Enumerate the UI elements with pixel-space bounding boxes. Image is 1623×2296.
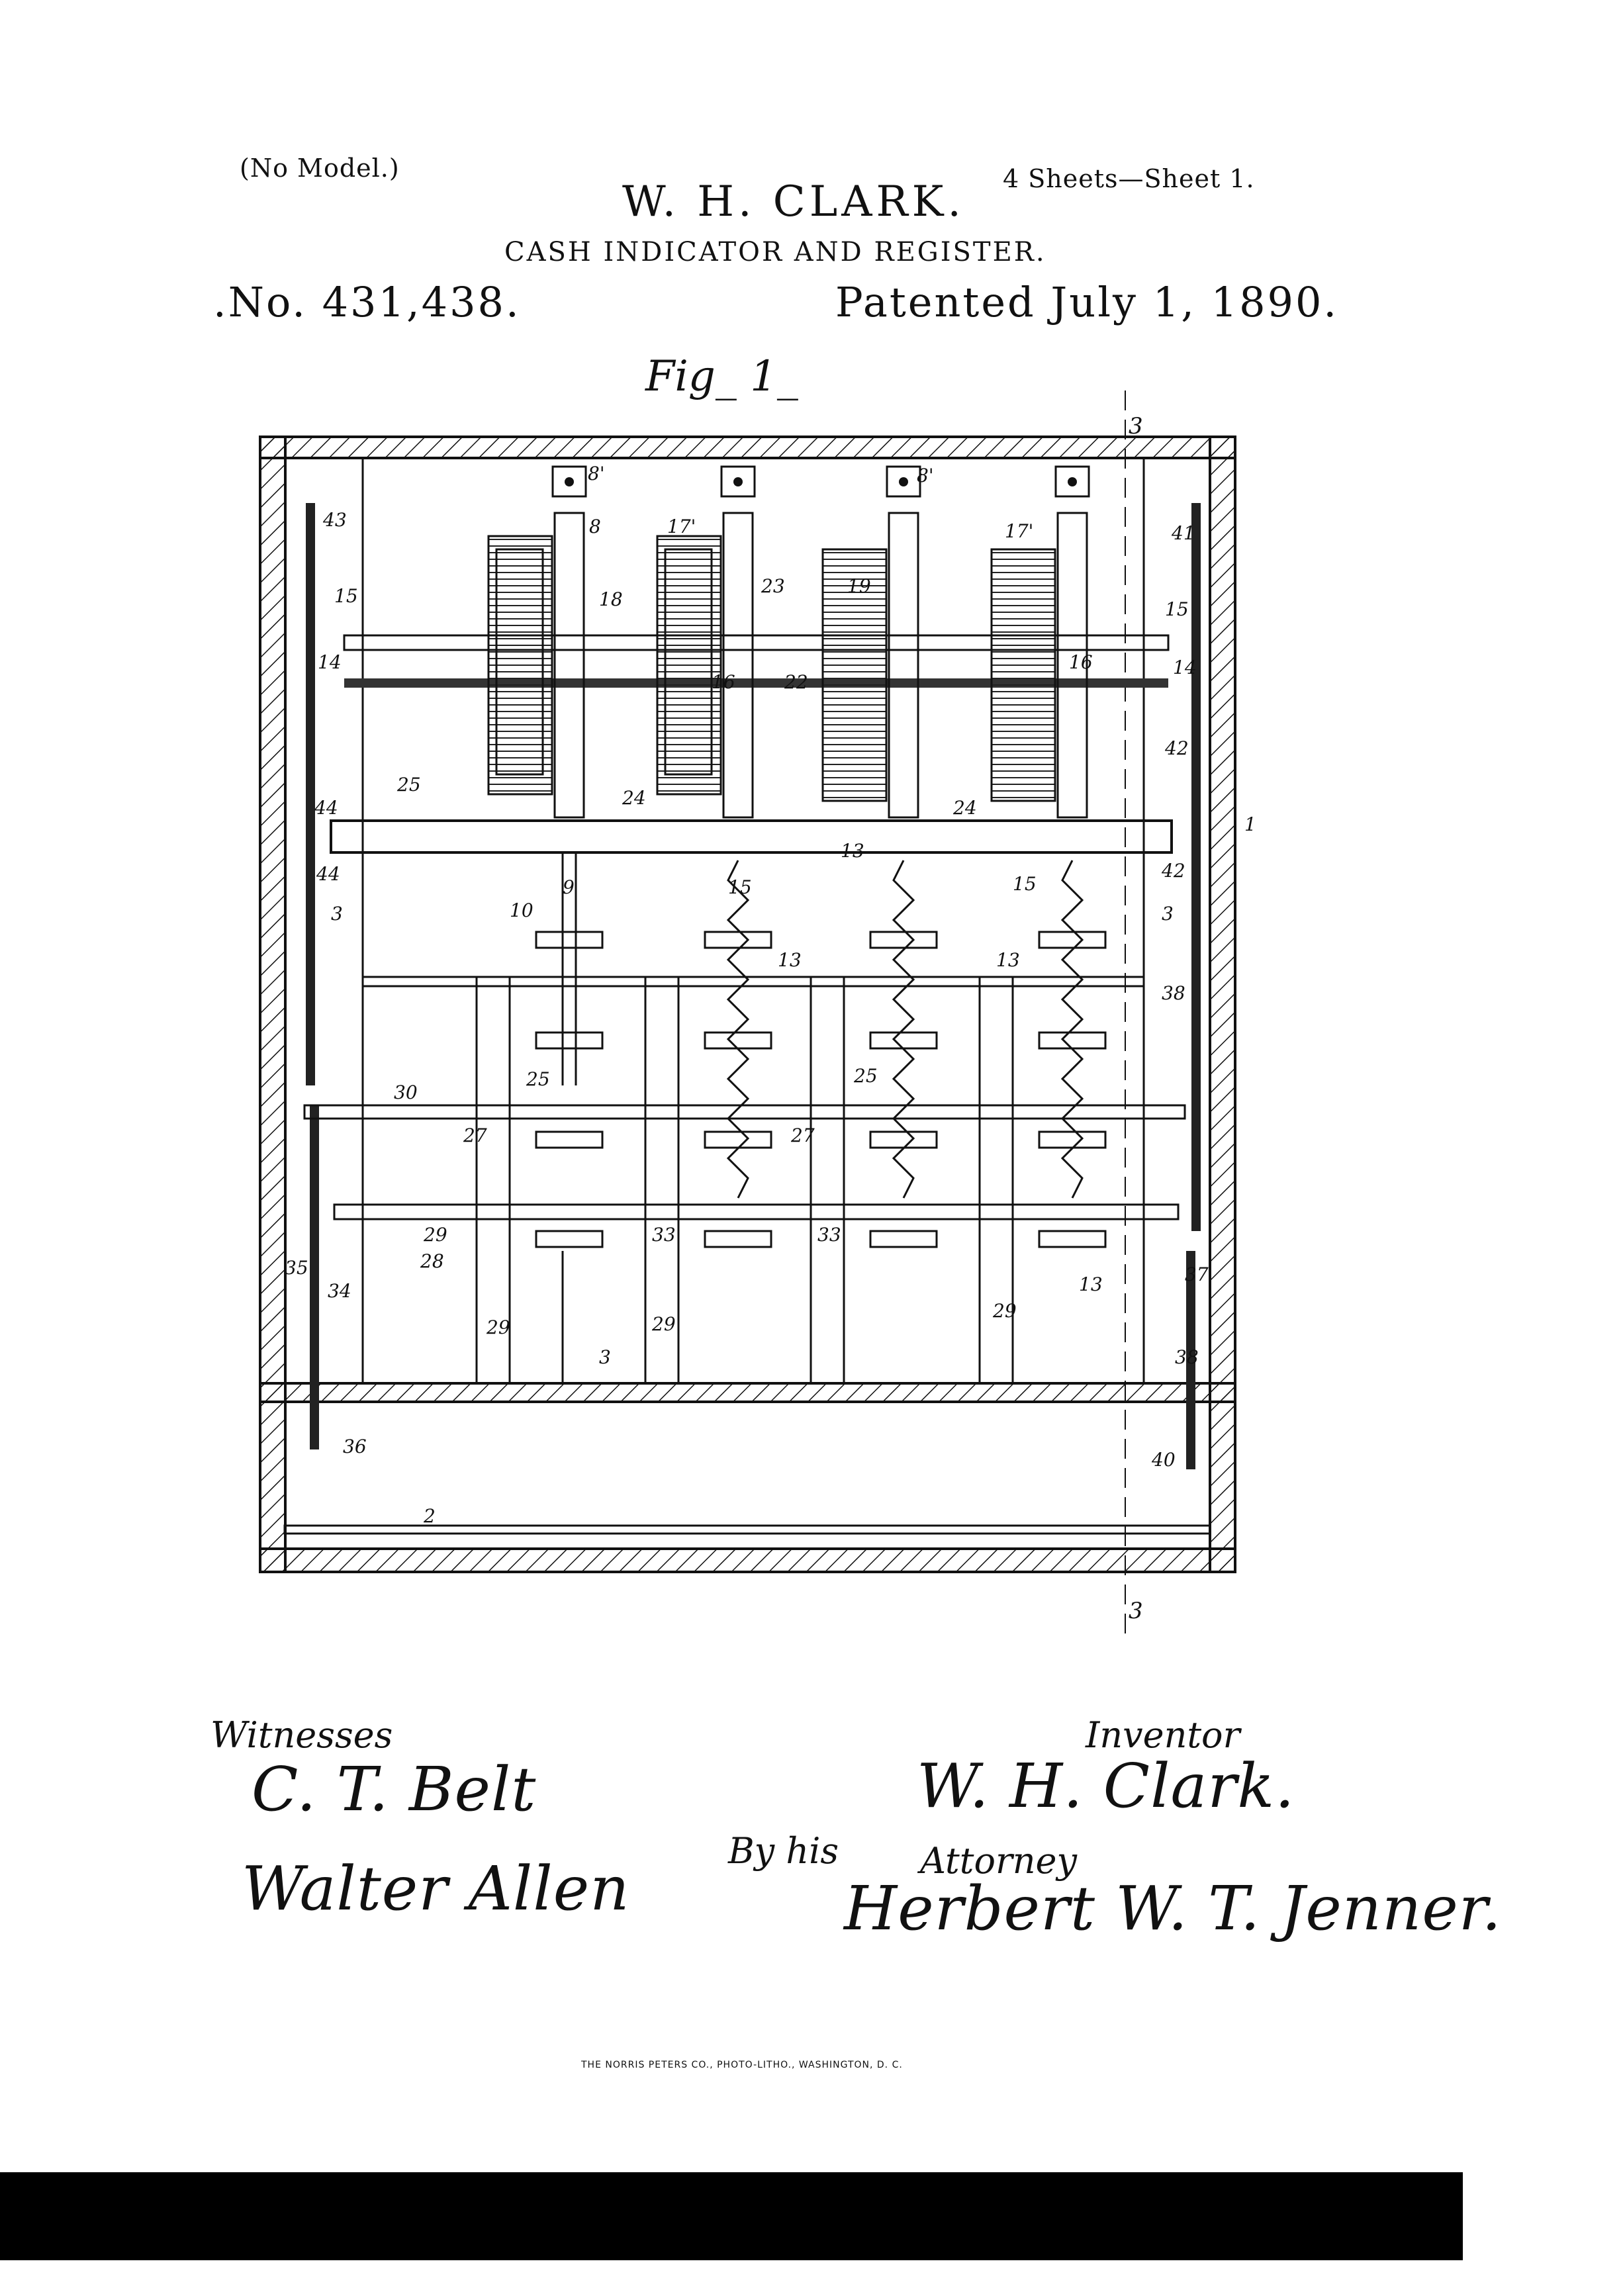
part-label: 29 [992,1300,1017,1322]
part-label: 38 [1162,982,1185,1004]
witnesses-label: Witnesses [210,1714,393,1756]
part-label: 29 [423,1224,447,1246]
part-label: 34 [328,1280,351,1302]
part-label: 33 [652,1224,676,1246]
part-label: 25 [853,1065,878,1087]
part-label: 13 [1079,1273,1103,1295]
part-label: 27 [463,1125,487,1146]
part-label: 19 [847,575,871,597]
by-his-label: By his [728,1830,839,1872]
part-label: 13 [841,840,864,862]
part-label: 25 [396,774,421,796]
part-label: 44 [314,797,338,819]
part-label: 14 [318,651,342,673]
part-label: 13 [778,949,802,971]
part-label: 13 [996,949,1020,971]
patent-number: .No. 431,438. [213,278,521,326]
part-label: 24 [952,797,977,819]
part-label: 37 [1185,1263,1209,1285]
part-label: 8' [588,463,605,484]
part-label: 15 [728,876,752,898]
model-note: (No Model.) [240,154,400,183]
casing: 3 3 [259,390,1236,1635]
attorney-label: Attorney [920,1840,1078,1882]
part-label: 15 [1165,598,1189,620]
attorney-signature: Herbert W. T. Jenner. [844,1873,1502,1944]
part-label: 27 [790,1125,815,1146]
part-label: 35 [285,1257,308,1279]
part-label: 42 [1161,860,1185,882]
inventor-name: W. H. CLARK. [622,177,965,226]
part-label: 29 [651,1313,676,1335]
part-label: 16 [1069,651,1093,673]
part-label: 24 [622,787,646,809]
witness-signature-1: C. T. Belt [252,1754,537,1825]
part-label: 17' [1005,520,1033,542]
register-columns [487,465,1107,1383]
part-label: 44 [316,863,340,885]
part-label: 42 [1164,737,1189,759]
part-label: 17' [667,516,696,537]
patent-title: CASH INDICATOR AND REGISTER. [504,237,1046,267]
part-label: 8 [589,516,601,537]
part-label: 36 [343,1436,367,1457]
figure-label: Fig_ 1_ [645,352,798,401]
part-label: 10 [510,899,533,921]
part-label: 16 [712,671,735,693]
section-mark-bottom: 3 [1129,1598,1143,1624]
part-label: 23 [761,575,785,597]
part-label: 28 [420,1250,444,1272]
printer-credit: THE NORRIS PETERS CO., PHOTO-LITHO., WAS… [581,2060,903,2070]
part-labels: 8' 8' 8 17' 17' 43 41 15 15 14 14 18 23 … [285,463,1256,1527]
witness-signature-2: Walter Allen [242,1853,630,1924]
scan-black-bar [0,2172,1463,2260]
part-label: 41 [1171,522,1195,544]
part-label: 15 [1013,873,1037,895]
part-label: 22 [784,671,808,693]
part-label: 29 [486,1316,510,1338]
part-label: 25 [526,1068,550,1090]
part-label: 18 [599,588,623,610]
part-label: 3 [331,903,343,925]
part-label: 33 [817,1224,841,1246]
part-label: 2 [423,1505,436,1527]
section-mark-top: 3 [1129,413,1143,439]
inventor-signature: W. H. Clark. [917,1751,1295,1821]
part-label: 3 [1162,903,1174,925]
sheet-count: 4 Sheets—Sheet 1. [1003,164,1255,193]
part-label: 38 [1175,1346,1199,1368]
part-label: 43 [322,509,347,531]
part-label: 15 [334,585,358,607]
part-label: 40 [1151,1449,1176,1471]
patent-date: Patented July 1, 1890. [835,278,1339,326]
part-label: 3 [599,1346,611,1368]
part-label: 14 [1173,657,1197,678]
part-label: 8' [917,465,934,486]
inventor-label: Inventor [1086,1714,1240,1756]
part-label: 9 [563,876,575,898]
lower-posts [475,976,1014,1385]
part-label: 30 [394,1081,418,1103]
part-label: 1 [1244,813,1256,835]
